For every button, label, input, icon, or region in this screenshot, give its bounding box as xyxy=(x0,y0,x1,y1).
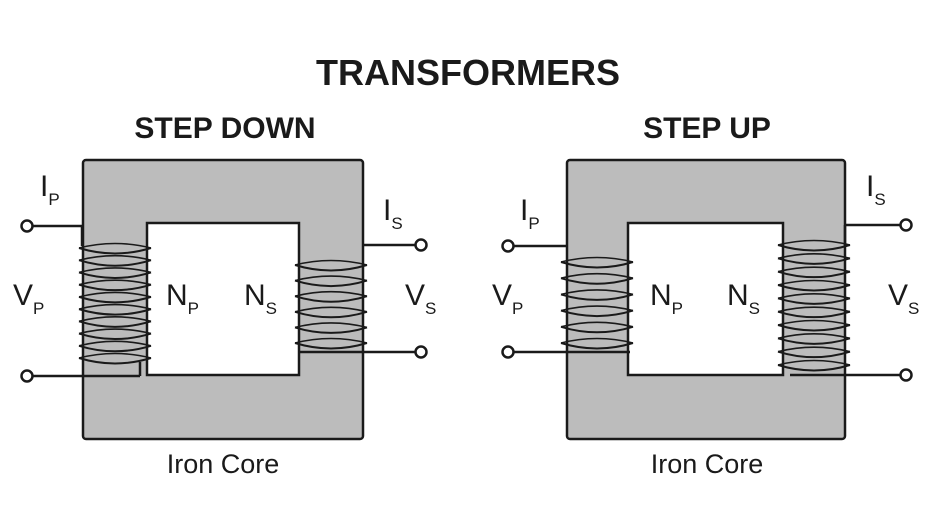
step-up-secondary-coil-turn-back xyxy=(777,253,851,260)
step-up-heading: STEP UP xyxy=(643,112,771,145)
step-up-primary-coil-turn-back xyxy=(560,272,634,279)
step-down-primary-coil-turn-back xyxy=(78,242,152,249)
step-up-primary-coil-turn-back xyxy=(560,337,634,344)
step-up-primary-coil-turn xyxy=(560,261,634,269)
step-up-secondary-coil-turn xyxy=(777,364,851,372)
step-down-secondary-coil-turn xyxy=(294,310,368,319)
step-up-secondary-coil-turn-back xyxy=(777,319,851,326)
step-down-primary-coil-turn-back xyxy=(78,352,152,359)
step-down-primary-coil-turn xyxy=(78,332,152,340)
step-up-secondary-top-terminal xyxy=(899,218,913,232)
step-down-primary-coil-turn-back xyxy=(78,254,152,261)
step-down-secondary-coil-turn xyxy=(294,279,368,288)
step-down-primary-coil-turn-back xyxy=(78,303,152,310)
step-up-secondary-turns-label: NS xyxy=(727,279,760,318)
step-up-primary-coil-turn xyxy=(560,277,634,285)
step-down-core-label: Iron Core xyxy=(167,449,280,479)
step-down-primary-coil-turn xyxy=(78,259,152,267)
step-down-primary-coil-turn xyxy=(78,271,152,279)
step-up-secondary-coil-turn xyxy=(777,297,851,305)
step-down-primary-coil-turn xyxy=(78,247,152,255)
step-up-secondary-coil-turn-back xyxy=(777,293,851,300)
step-up-secondary-coil-turn-back xyxy=(777,279,851,286)
step-up-core-window xyxy=(626,221,785,377)
step-up-secondary-coil-turn xyxy=(777,310,851,319)
step-up-secondary-coil xyxy=(777,239,851,372)
step-down-secondary-bottom-terminal xyxy=(414,345,428,359)
step-up-secondary-coil-turn-back xyxy=(777,359,851,366)
step-down-primary-coil-turn xyxy=(78,357,152,365)
step-down-primary-current-label: IP xyxy=(40,170,60,209)
step-up-secondary-coil-turn-back xyxy=(777,333,851,340)
step-down-secondary-current-label: IS xyxy=(383,194,403,233)
step-down-primary-coil-turn xyxy=(78,283,152,292)
step-up-secondary-coil-turn-back xyxy=(777,266,851,273)
step-up-secondary-current-label: IS xyxy=(866,170,886,209)
step-down-primary-coil-turn xyxy=(78,344,152,353)
step-down-secondary-coil-turn-back xyxy=(294,306,368,313)
step-up-primary-coil-turn xyxy=(560,293,634,301)
step-down-transformer: STEP DOWN IP VP NP NS IS xyxy=(13,112,436,479)
step-up-primary-coil-turn-back xyxy=(560,289,634,296)
step-up-secondary-coil-turn xyxy=(777,284,851,292)
step-up-secondary-coil-turn xyxy=(777,257,851,265)
step-up-transformer: STEP UP IP VP NP NS IS VS xyxy=(492,112,919,479)
step-down-primary-coil-turn xyxy=(78,320,152,328)
step-down-secondary-coil xyxy=(294,259,368,350)
step-down-primary-top-terminal xyxy=(20,219,34,233)
step-down-secondary-coil-turn-back xyxy=(294,322,368,329)
step-up-secondary-voltage-label: VS xyxy=(888,279,919,318)
step-up-primary-bottom-terminal xyxy=(501,345,515,359)
step-down-primary-coil-turn-back xyxy=(78,279,152,286)
step-up-primary-voltage-label: VP xyxy=(492,279,523,318)
step-up-primary-coil-turn-back xyxy=(560,305,634,312)
step-up-secondary-coil-turn xyxy=(777,324,851,332)
step-down-core-window xyxy=(145,221,301,377)
step-up-primary-coil-turn-back xyxy=(560,321,634,328)
diagram-title: TRANSFORMERS xyxy=(316,52,620,93)
step-up-primary-coil xyxy=(560,256,634,350)
step-down-secondary-voltage-label: VS xyxy=(405,279,436,318)
step-down-secondary-coil-turn xyxy=(294,295,368,303)
step-down-primary-coil-turn xyxy=(78,308,152,316)
step-down-secondary-coil-turn-back xyxy=(294,337,368,344)
step-down-secondary-coil-turn-back xyxy=(294,275,368,282)
step-up-secondary-coil-turn-back xyxy=(777,239,851,246)
step-down-primary-coil-turn xyxy=(78,295,152,304)
step-down-primary-bottom-terminal xyxy=(20,369,34,383)
step-up-secondary-coil-turn xyxy=(777,350,851,359)
step-up-secondary-coil-turn xyxy=(777,270,851,279)
step-down-secondary-top-terminal xyxy=(414,238,428,252)
step-down-primary-voltage-label: VP xyxy=(13,279,44,318)
step-down-primary-coil-turn-back xyxy=(78,340,152,347)
step-up-secondary-coil-turn xyxy=(777,337,851,345)
step-down-heading: STEP DOWN xyxy=(134,112,315,145)
step-down-primary-coil-turn-back xyxy=(78,267,152,274)
step-down-secondary-coil-turn xyxy=(294,326,368,334)
step-down-primary-coil-turn-back xyxy=(78,291,152,298)
step-down-secondary-coil-turn xyxy=(294,264,368,272)
step-up-secondary-bottom-terminal xyxy=(899,368,913,382)
step-up-primary-turns-label: NP xyxy=(650,279,683,318)
step-up-secondary-coil-turn-back xyxy=(777,306,851,313)
step-down-primary-coil xyxy=(78,242,152,365)
step-up-primary-coil-turn xyxy=(560,342,634,350)
step-up-primary-current-label: IP xyxy=(520,194,540,233)
step-down-primary-turns-label: NP xyxy=(166,279,199,318)
step-up-core-label: Iron Core xyxy=(651,449,764,479)
step-down-secondary-coil-turn-back xyxy=(294,259,368,266)
step-up-secondary-coil-turn xyxy=(777,244,851,252)
step-up-secondary-coil-turn-back xyxy=(777,346,851,353)
step-down-primary-coil-turn-back xyxy=(78,328,152,335)
step-down-secondary-turns-label: NS xyxy=(244,279,277,318)
step-up-primary-coil-turn-back xyxy=(560,256,634,263)
step-down-secondary-coil-turn-back xyxy=(294,290,368,297)
step-down-secondary-coil-turn xyxy=(294,342,368,350)
step-up-primary-coil-turn xyxy=(560,309,634,318)
step-up-primary-top-terminal xyxy=(501,239,515,253)
step-up-primary-coil-turn xyxy=(560,325,634,334)
step-down-primary-coil-turn-back xyxy=(78,316,152,323)
